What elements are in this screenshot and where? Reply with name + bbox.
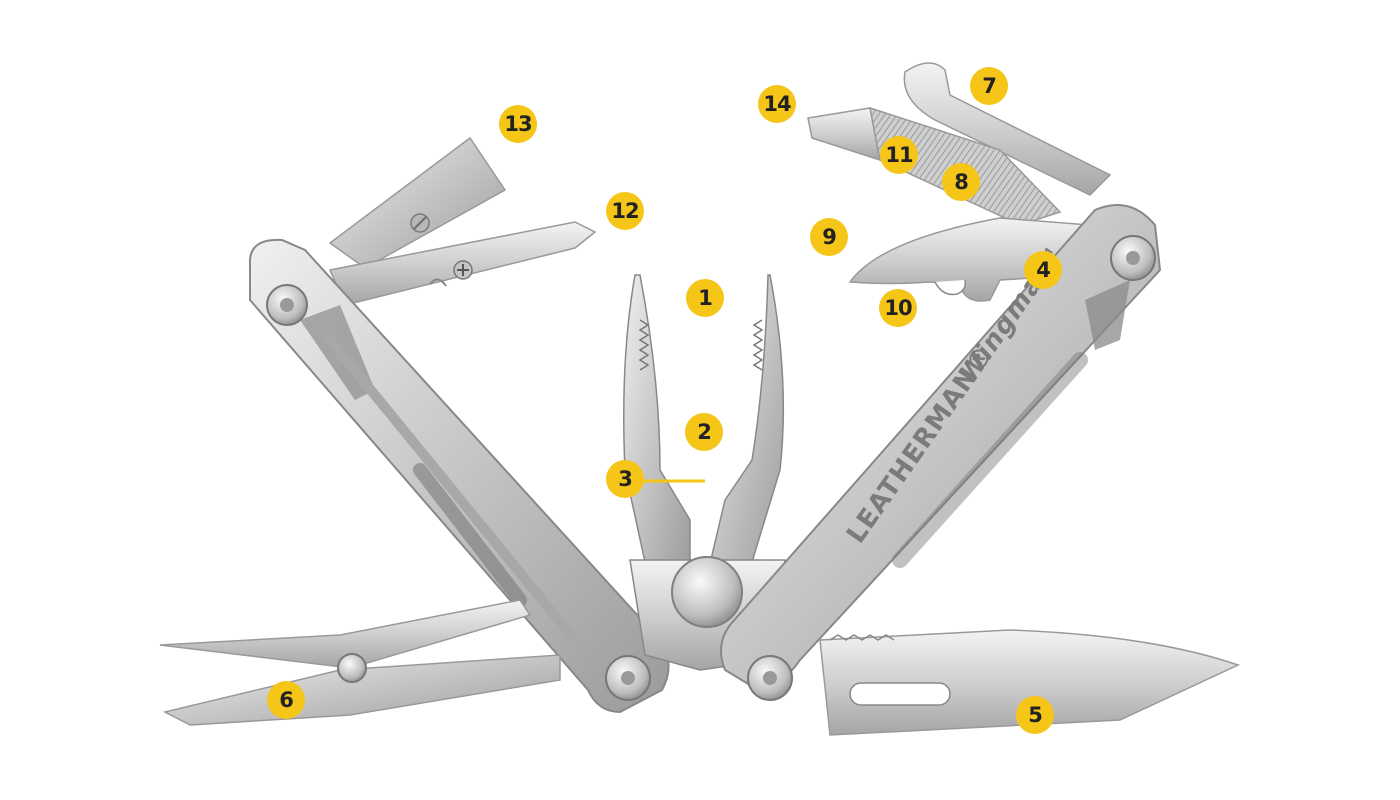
callout-4: 4 (1024, 251, 1062, 289)
tool-6-scissors-upper (159, 599, 532, 669)
callout-14: 14 (758, 85, 796, 123)
tool-10-bottle-opener (934, 279, 967, 296)
tool-9-knife (848, 217, 1091, 302)
tool-1-pliers-left-jaw (623, 274, 691, 586)
callout-2: 2 (685, 413, 723, 451)
callout-8: 8 (942, 163, 980, 201)
pliers-serrations-left (638, 319, 650, 371)
tool-13-blade (328, 136, 507, 269)
callout-5: 5 (1016, 696, 1054, 734)
callout-11: 11 (880, 136, 918, 174)
tool-14-file-tip (807, 107, 881, 162)
pliers-pivot (671, 556, 743, 628)
callout-13: 13 (499, 105, 537, 143)
tool-7-hook-tool (903, 62, 1112, 196)
callout-3: 3 (606, 460, 644, 498)
pliers-serrations-right (752, 319, 764, 371)
callout-7: 7 (970, 67, 1008, 105)
callout-12: 12 (606, 192, 644, 230)
callout-9: 9 (810, 218, 848, 256)
knife-thumb-hole (849, 682, 951, 706)
tool-5-knife-blade (819, 629, 1241, 736)
callout-6: 6 (267, 681, 305, 719)
callout-10: 10 (879, 289, 917, 327)
callout-1: 1 (686, 279, 724, 317)
